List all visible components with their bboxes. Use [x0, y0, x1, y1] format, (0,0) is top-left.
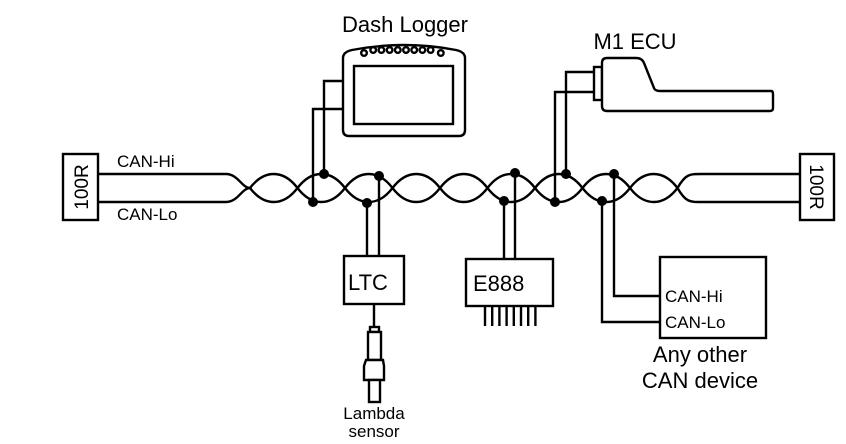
junction-dot — [609, 169, 619, 179]
dash-logger: Dash Logger — [311, 12, 468, 202]
junction-dot — [308, 197, 318, 207]
lambda-sensor-icon — [362, 325, 386, 404]
m1-ecu: M1 ECU — [553, 29, 775, 202]
led-icon — [385, 46, 394, 55]
junction-dot — [550, 197, 560, 207]
can-lo-wire — [98, 172, 800, 204]
other-can-hi-label: CAN-Hi — [665, 287, 723, 306]
shift-lights — [360, 46, 445, 58]
lambda-label-line1: Lambda — [343, 404, 405, 423]
m1-ecu-label: M1 ECU — [593, 29, 676, 54]
e888-label: E888 — [473, 271, 524, 296]
led-icon — [393, 46, 402, 55]
right-terminator: 100R — [798, 152, 836, 222]
can-hi-wire — [98, 172, 800, 204]
ltc-label: LTC — [348, 270, 388, 295]
led-icon — [410, 46, 419, 55]
other-caption-line1: Any other — [653, 342, 747, 367]
dash-logger-label: Dash Logger — [342, 12, 468, 37]
junction-dot — [561, 169, 571, 179]
left-terminator: 100R — [61, 152, 100, 222]
junction-dot — [597, 196, 607, 206]
junction-dot — [499, 196, 509, 206]
led-icon — [426, 46, 435, 55]
junction-dot — [374, 171, 384, 181]
e888: E888 — [464, 173, 555, 326]
junction-dot — [510, 168, 520, 178]
right-terminator-label: 100R — [805, 164, 826, 209]
junction-dot — [319, 169, 329, 179]
other-can-device: CAN-Hi CAN-Lo Any other CAN device — [600, 174, 768, 393]
led-icon — [418, 46, 427, 55]
led-icon — [369, 46, 378, 55]
e888-pins — [483, 306, 537, 326]
led-icon — [360, 49, 369, 58]
other-can-lo-label: CAN-Lo — [665, 313, 725, 332]
left-terminator-label: 100R — [72, 164, 93, 209]
ltc: LTC Lambda sensor — [342, 176, 405, 441]
lambda-label-line2: sensor — [348, 422, 399, 441]
other-caption-line2: CAN device — [642, 368, 758, 393]
can-hi-label: CAN-Hi — [117, 152, 175, 171]
led-icon — [402, 46, 411, 55]
junction-dot — [362, 198, 372, 208]
junction-dots — [308, 168, 619, 208]
can-lo-label: CAN-Lo — [117, 205, 177, 224]
led-icon — [377, 46, 386, 55]
led-icon — [436, 49, 445, 58]
